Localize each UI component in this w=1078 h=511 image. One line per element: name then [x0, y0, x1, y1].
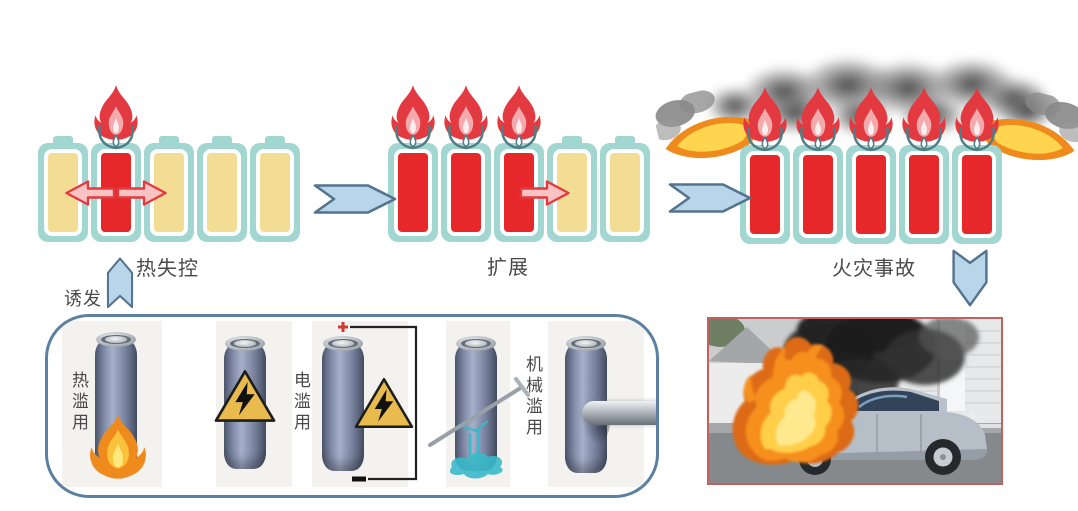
- flame-icon: [94, 85, 138, 150]
- battery-cell-burning: [793, 87, 843, 244]
- heat-spread-arrow-right-icon: [518, 178, 572, 208]
- heat-spread-arrow-left-icon: [63, 178, 117, 208]
- battery-cell-normal: [38, 136, 88, 242]
- battery-fill: [256, 149, 294, 236]
- electric-warning-icon: [354, 377, 414, 429]
- crush-rod: [582, 401, 656, 425]
- battery-fill: [394, 149, 432, 236]
- battery-terminal: [562, 136, 582, 146]
- flame-icon: [444, 85, 488, 150]
- flame-icon: [391, 85, 435, 150]
- flow-arrow-right-icon: [668, 183, 752, 213]
- battery-cell-burning: [494, 85, 570, 242]
- trigger-up-arrow-icon: [106, 257, 134, 309]
- label-thermal-runaway: 热失控: [136, 258, 199, 280]
- flame-icon: [955, 87, 999, 152]
- battery-cap: [456, 336, 496, 351]
- battery-fill: [852, 151, 890, 238]
- down-arrow-icon: [952, 249, 988, 307]
- flame-icon: [902, 87, 946, 152]
- battery-fill: [203, 149, 241, 236]
- abuse-flame-icon: [90, 414, 146, 479]
- battery-cell-burning: [740, 87, 790, 244]
- battery-pack-thermal-runaway: [38, 85, 300, 242]
- heat-spread-arrow-right-icon: [115, 178, 169, 208]
- battery-cap: [323, 336, 363, 351]
- battery-pack-propagation: [388, 85, 650, 242]
- abuse-types-box: 热滥用 电滥用 机械滥用: [45, 314, 659, 498]
- battery-terminal: [53, 136, 73, 146]
- flame-icon: [743, 87, 787, 152]
- flow-arrow-right-icon: [313, 184, 397, 214]
- battery-cell-burning: [846, 87, 896, 244]
- battery-terminal: [265, 136, 285, 146]
- battery-fill: [746, 151, 784, 238]
- battery-fill: [958, 151, 996, 238]
- battery-cap: [566, 336, 606, 351]
- jet-flame-left-icon: [650, 79, 766, 179]
- label-electrical-abuse: 电滥用: [291, 371, 310, 434]
- battery-cell-normal: [197, 136, 247, 242]
- burning-car-photo: [707, 317, 1003, 485]
- cell-short-circuit: [322, 336, 364, 471]
- battery-terminal: [212, 136, 232, 146]
- battery-cell-burning: [65, 85, 167, 242]
- battery-fill: [905, 151, 943, 238]
- label-mechanical-abuse: 机械滥用: [523, 355, 542, 439]
- battery-cap: [225, 336, 265, 351]
- short-circuit-wire: [338, 322, 418, 482]
- battery-cell-burning: [899, 87, 949, 244]
- label-trigger: 诱发: [64, 289, 102, 309]
- battery-cell-normal: [600, 136, 650, 242]
- battery-cell-burning: [952, 87, 1002, 244]
- battery-cap: [96, 332, 136, 347]
- flame-icon: [796, 87, 840, 152]
- battery-fill: [799, 151, 837, 238]
- battery-fill: [606, 149, 644, 236]
- label-thermal-abuse: 热滥用: [69, 371, 88, 434]
- battery-cell-burning: [441, 85, 491, 242]
- battery-cell-burning: [388, 85, 438, 242]
- flame-icon: [497, 85, 541, 150]
- battery-fill: [447, 149, 485, 236]
- nail-and-leak: [428, 377, 530, 479]
- label-fire-accident: 火灾事故: [832, 258, 916, 280]
- battery-terminal: [159, 136, 179, 146]
- battery-pack-fire-accident: [740, 87, 1002, 244]
- jet-flame-right-icon: [974, 81, 1078, 181]
- flame-icon: [849, 87, 893, 152]
- battery-cell-normal: [250, 136, 300, 242]
- battery-terminal: [615, 136, 635, 146]
- label-propagation: 扩展: [487, 257, 529, 279]
- electric-warning-icon: [214, 370, 276, 422]
